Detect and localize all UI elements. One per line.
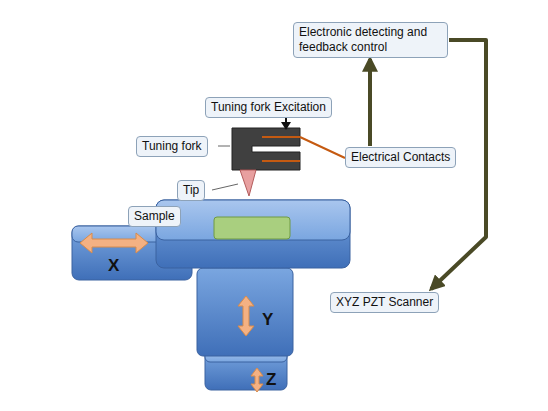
leader-line bbox=[212, 146, 238, 190]
axis-label: Z bbox=[266, 370, 276, 390]
node-text: Tuning fork bbox=[142, 139, 202, 154]
node-text: Tip bbox=[183, 183, 199, 198]
node-text: Tuning fork Excitation bbox=[211, 100, 326, 115]
axis-label: X bbox=[108, 256, 119, 276]
probe-tip bbox=[240, 170, 256, 196]
y-stage bbox=[197, 268, 293, 356]
node-text: Electrical Contacts bbox=[351, 150, 450, 165]
label-box: XYZ PZT Scanner bbox=[330, 292, 439, 313]
sample-piece bbox=[214, 217, 290, 239]
node-text: XYZ PZT Scanner bbox=[336, 295, 433, 310]
node-text: Electronic detecting and feedback contro… bbox=[299, 25, 442, 55]
label-box: Electrical Contacts bbox=[345, 147, 456, 168]
label-box: Tuning fork bbox=[136, 136, 208, 157]
control-box: Electronic detecting and feedback contro… bbox=[293, 22, 448, 58]
excitation-head bbox=[281, 122, 291, 130]
sample-plate bbox=[156, 200, 350, 268]
label-box: Sample bbox=[128, 206, 181, 227]
axis-label: Y bbox=[262, 310, 273, 330]
feedback-arrow bbox=[368, 59, 372, 146]
tuning-fork bbox=[232, 128, 345, 170]
node-text: Sample bbox=[134, 209, 175, 224]
label-box: Tuning fork Excitation bbox=[205, 97, 332, 118]
label-box: Tip bbox=[177, 180, 205, 201]
